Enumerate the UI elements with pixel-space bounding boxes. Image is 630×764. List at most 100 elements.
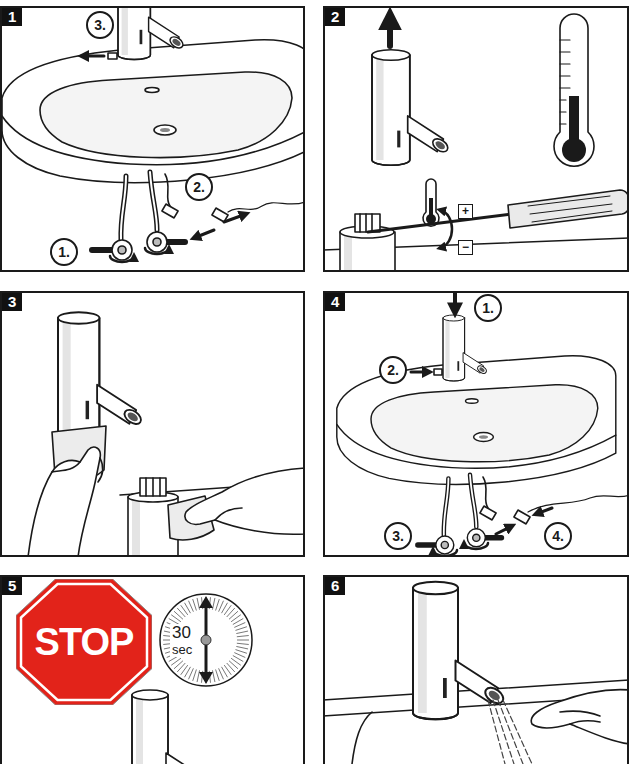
panel-6-illustration-part xyxy=(531,690,629,744)
panel-number: 1 xyxy=(2,8,22,26)
callout-number: 1. xyxy=(482,300,494,316)
panel-3-illustration-part xyxy=(185,468,305,534)
panel-1-illustration xyxy=(2,6,305,262)
timer-tick xyxy=(219,601,224,612)
step-panel: 6 xyxy=(323,575,629,764)
panel-4-illustration-part xyxy=(411,371,429,374)
symbol-label: − xyxy=(458,240,473,255)
panel-1-illustration-part xyxy=(82,55,104,58)
timer-tick xyxy=(216,669,220,680)
panel-number: 3 xyxy=(2,293,22,311)
timer-tick xyxy=(234,653,245,658)
panel-4-illustration-part xyxy=(496,526,512,534)
panel-2-illustration-part xyxy=(528,196,612,222)
step-panel: 3 xyxy=(0,291,305,557)
panel-3-illustration-part xyxy=(132,500,140,557)
panel-number: 6 xyxy=(325,577,345,595)
panel-3-illustration-part xyxy=(58,312,144,439)
panel-number: 2 xyxy=(325,8,345,26)
panel-2-illustration-part xyxy=(344,236,352,272)
stop-octagon-fill xyxy=(16,579,152,705)
callout-number: 2. xyxy=(387,362,399,378)
panel-1-illustration-part xyxy=(228,202,305,212)
callout-number: 2. xyxy=(193,179,205,195)
timer-tick xyxy=(236,646,248,648)
panel-4-illustration xyxy=(337,293,629,556)
timer-tick xyxy=(236,631,248,633)
panel-2-illustration-part xyxy=(355,214,380,232)
callout-circle: 3. xyxy=(86,11,114,39)
panel-3-illustration-part xyxy=(28,447,100,557)
timer-text: sec xyxy=(170,642,194,657)
callout-number: 4. xyxy=(552,528,564,544)
panel-6-illustration-part xyxy=(488,700,532,764)
panel-1-illustration-part xyxy=(118,6,185,60)
timer-tick xyxy=(185,603,191,613)
panel-3-illustration-part xyxy=(140,478,166,496)
timer-tick xyxy=(237,636,249,637)
panel-5-illustration xyxy=(132,690,206,764)
panel-2-illustration-part xyxy=(372,50,450,166)
callout-circle: 3. xyxy=(384,522,412,550)
panel-1-illustration-part xyxy=(145,248,169,254)
panel-4-illustration-part xyxy=(434,369,442,375)
panel-1-illustration-part xyxy=(110,256,134,262)
panel-3-illustration-part xyxy=(215,508,242,520)
panel-4-illustration-part xyxy=(443,315,488,381)
panel-number: 5 xyxy=(2,577,22,595)
callout-number: 3. xyxy=(392,528,404,544)
timer-tick xyxy=(219,668,224,679)
step-panel: STOP 30sec 5 xyxy=(0,575,305,764)
panel-number: 4 xyxy=(325,293,345,311)
panel-1-illustration-part xyxy=(194,230,214,238)
timer-tick xyxy=(234,623,245,628)
panel-4-illustration-part xyxy=(453,293,457,312)
timer-tick xyxy=(222,667,228,677)
panel-2-illustration-part xyxy=(387,16,393,46)
callout-circle: 4. xyxy=(544,522,572,550)
panel-3-illustration xyxy=(28,312,305,557)
timer-tick xyxy=(237,640,249,641)
panel-3-illustration-part xyxy=(98,458,103,482)
panel-1-illustration-part xyxy=(162,204,178,218)
panel-6-illustration-part xyxy=(560,711,600,724)
stop-sign: STOP xyxy=(16,579,152,705)
step-panel: 2 xyxy=(323,6,629,272)
step-panel: 3. 2. 1. 1 xyxy=(0,6,305,272)
panel-1-illustration-part xyxy=(165,174,170,206)
symbol-label: + xyxy=(458,204,473,219)
callout-circle: 2. xyxy=(185,173,213,201)
panel-2-illustration-part xyxy=(440,210,452,248)
callout-number: 3. xyxy=(94,17,106,33)
panel-6-illustration xyxy=(323,582,629,764)
timer-tick xyxy=(193,599,197,610)
panel-2-illustration-part xyxy=(562,138,586,162)
timer-tick xyxy=(237,643,249,644)
timer-tick xyxy=(189,668,194,679)
timer-arrow-head xyxy=(199,672,213,684)
panel-2-illustration-part xyxy=(423,179,439,226)
panel-2-illustration-part xyxy=(360,214,372,232)
panel-6-illustration-part xyxy=(352,712,372,764)
timer-dial: 30sec xyxy=(158,592,254,688)
panel-4-illustration-part xyxy=(528,495,629,512)
panel-6-illustration-part xyxy=(413,582,506,720)
panel-2-illustration xyxy=(323,14,629,272)
callout-circle: 1. xyxy=(50,238,78,266)
panel-2-illustration-part xyxy=(554,14,594,166)
timer-tick xyxy=(189,601,194,612)
timer-text: 30 xyxy=(170,624,193,642)
panel-4-illustration-part xyxy=(464,543,488,549)
panel-4-illustration-part xyxy=(337,356,616,554)
timer-tick xyxy=(216,599,220,610)
step-panel: 1. 2. 3. 4. 4 xyxy=(323,291,629,557)
callout-circle: 2. xyxy=(379,356,407,384)
timer-tick xyxy=(233,619,243,625)
panel-1-illustration-part xyxy=(108,53,117,59)
stop-text: STOP xyxy=(35,622,134,662)
panel-1-illustration-part xyxy=(2,40,305,260)
panel-3-illustration-part xyxy=(52,462,80,472)
timer-arrow-head xyxy=(199,596,213,608)
panel-4-illustration-part xyxy=(480,506,496,520)
